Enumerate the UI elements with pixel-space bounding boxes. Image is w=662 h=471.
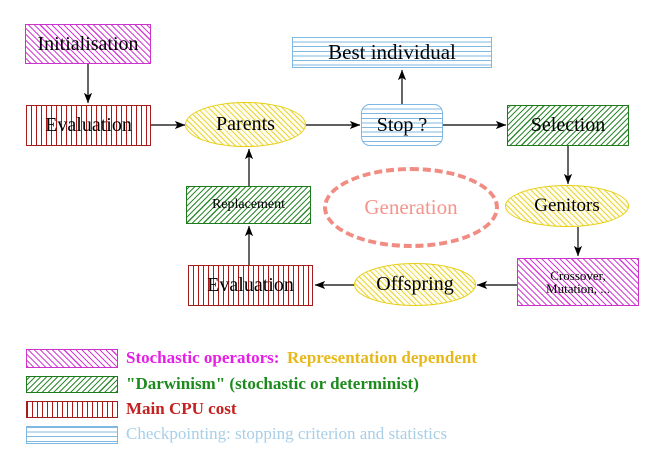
node-border [188, 265, 313, 306]
legend-swatch-stochastic [26, 349, 118, 368]
node-genitors[interactable]: Genitors [505, 185, 629, 227]
node-fill-hatch-magenta [517, 258, 639, 306]
legend-swatch-darwinism [26, 376, 118, 393]
node-fill-hatch-blue [361, 104, 443, 146]
node-label-stop: Stop ? [376, 113, 428, 136]
node-label-evaluation-top: Evaluation [45, 114, 132, 137]
node-fill-hatch-blue [292, 37, 492, 68]
legend-swatch-checkpointing [26, 426, 118, 444]
node-label-evaluation-bottom: Evaluation [207, 274, 294, 297]
legend-label-cpu-cost: Main CPU cost [126, 399, 237, 418]
node-stop[interactable]: Stop ? [361, 104, 443, 146]
annotation-generation: Generation [323, 167, 499, 248]
node-border [361, 104, 443, 146]
node-fill-hatch-magenta [25, 24, 151, 64]
node-label-initialisation: Initialisation [37, 32, 139, 55]
node-offspring[interactable]: Offspring [354, 263, 476, 306]
node-border [26, 105, 151, 146]
node-label-selection: Selection [530, 114, 606, 137]
node-best-individual[interactable]: Best individual [292, 37, 492, 68]
node-label-offspring: Offspring [376, 273, 454, 296]
node-fill-hatch-green [507, 105, 629, 146]
node-border [25, 24, 151, 64]
node-replacement[interactable]: Replacement [186, 186, 311, 224]
node-selection[interactable]: Selection [507, 105, 629, 146]
node-fill-hatch-red [188, 265, 313, 306]
node-border [517, 258, 639, 306]
node-parents[interactable]: Parents [185, 102, 306, 147]
node-fill-hatch-green [186, 186, 311, 224]
node-border [505, 185, 629, 227]
annotation-label-generation: Generation [364, 195, 458, 219]
legend-label-stochastic: Stochastic operators: [126, 348, 280, 367]
node-label-best-individual: Best individual [328, 39, 456, 64]
node-crossover-mutation[interactable]: Crossover, Mutation, ... [517, 258, 639, 306]
node-border [354, 263, 476, 306]
node-label-mutation: Mutation, ... [546, 281, 610, 296]
node-label-parents: Parents [216, 113, 275, 136]
node-label-genitors: Genitors [534, 195, 600, 217]
node-initialisation[interactable]: Initialisation [25, 24, 151, 64]
node-border [507, 105, 629, 146]
node-evaluation-top[interactable]: Evaluation [26, 105, 151, 146]
legend-swatch-cpu-cost [26, 401, 118, 418]
node-border [186, 186, 311, 224]
node-fill-hatch-red [26, 105, 151, 146]
legend-label-checkpointing: Checkpointing: stopping criterion and st… [126, 424, 448, 443]
node-border [185, 102, 306, 147]
node-evaluation-bottom[interactable]: Evaluation [188, 265, 313, 306]
node-border [292, 37, 492, 68]
node-label-crossover: Crossover, [550, 267, 606, 283]
legend-label-representation: Representation dependent [287, 348, 477, 367]
legend-label-darwinism: "Darwinism" (stochastic or determinist) [126, 374, 419, 393]
node-label-replacement: Replacement [211, 196, 286, 212]
